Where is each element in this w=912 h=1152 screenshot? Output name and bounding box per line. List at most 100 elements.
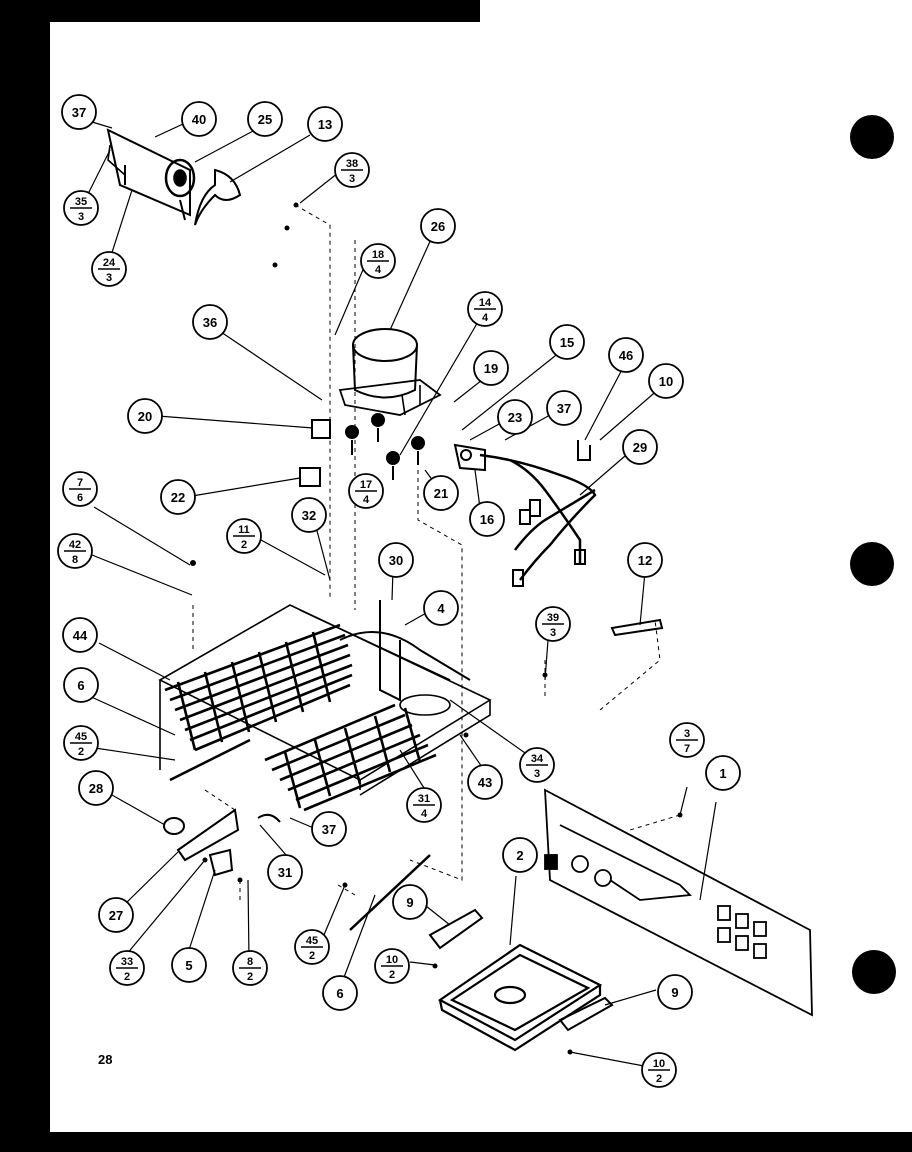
callout-circle bbox=[608, 337, 644, 373]
callout-circle bbox=[62, 617, 98, 653]
fraction-denominator: 3 bbox=[534, 768, 540, 780]
relay-overload bbox=[299, 419, 486, 487]
fraction-numerator: 18 bbox=[372, 249, 384, 261]
fraction-denominator: 3 bbox=[106, 272, 112, 284]
callout-19: 19 bbox=[484, 361, 498, 376]
callout-32: 32 bbox=[302, 508, 316, 523]
callout-16: 16 bbox=[480, 512, 494, 527]
fraction-denominator: 4 bbox=[375, 264, 382, 276]
scan-border-bottom bbox=[0, 1132, 912, 1152]
callout-10: 10 bbox=[659, 374, 673, 389]
callout-20: 20 bbox=[138, 409, 152, 424]
grommets bbox=[345, 413, 425, 480]
fraction-denominator: 4 bbox=[421, 808, 428, 820]
wiring-harness bbox=[479, 453, 597, 587]
callout-29: 29 bbox=[633, 440, 647, 455]
callout-26: 26 bbox=[431, 219, 445, 234]
fraction-numerator: 33 bbox=[121, 956, 133, 968]
tubing bbox=[339, 600, 471, 702]
callout-circle bbox=[423, 590, 459, 626]
callout-circle bbox=[648, 363, 684, 399]
fraction-denominator: 3 bbox=[78, 211, 84, 223]
callout-circle bbox=[181, 101, 217, 137]
callout-31: 31 bbox=[278, 865, 292, 880]
callout-28: 28 bbox=[89, 781, 103, 796]
callout-13: 13 bbox=[318, 117, 332, 132]
callout-circle bbox=[291, 497, 327, 533]
callout-circle bbox=[622, 429, 658, 465]
fraction-numerator: 31 bbox=[418, 793, 430, 805]
callout-37: 37 bbox=[72, 105, 86, 120]
fraction-denominator: 3 bbox=[550, 627, 556, 639]
callout-9: 9 bbox=[406, 895, 413, 910]
callout-circle bbox=[549, 324, 585, 360]
callout-5: 5 bbox=[185, 958, 192, 973]
fraction-numerator: 45 bbox=[75, 731, 87, 743]
callout-circle bbox=[267, 854, 303, 890]
fan-motor-assembly bbox=[106, 128, 242, 226]
fraction-denominator: 7 bbox=[684, 743, 690, 755]
fraction-numerator: 10 bbox=[653, 1058, 665, 1070]
fraction-denominator: 3 bbox=[349, 173, 355, 185]
fraction-numerator: 8 bbox=[247, 956, 253, 968]
callout-30: 30 bbox=[389, 553, 403, 568]
fraction-denominator: 2 bbox=[309, 950, 315, 962]
fraction-numerator: 35 bbox=[75, 196, 87, 208]
scan-border-top-gap bbox=[480, 0, 912, 22]
callout-25: 25 bbox=[258, 112, 272, 127]
fraction-numerator: 17 bbox=[360, 479, 372, 491]
callout-6: 6 bbox=[336, 986, 343, 1001]
bracket-9-right bbox=[558, 996, 614, 1032]
callout-circle bbox=[98, 897, 134, 933]
drain-tray bbox=[437, 943, 603, 1052]
fraction-denominator: 2 bbox=[389, 969, 395, 981]
fraction-denominator: 2 bbox=[247, 971, 253, 983]
callout-circle bbox=[497, 399, 533, 435]
fraction-denominator: 2 bbox=[241, 539, 247, 551]
callout-6: 6 bbox=[77, 678, 84, 693]
callout-circle bbox=[420, 208, 456, 244]
fraction-numerator: 11 bbox=[238, 524, 250, 536]
callout-23: 23 bbox=[508, 410, 522, 425]
fastener-dots bbox=[190, 202, 683, 1055]
fraction-denominator: 8 bbox=[72, 554, 78, 566]
fraction-denominator: 2 bbox=[78, 746, 84, 758]
callout-43: 43 bbox=[478, 775, 492, 790]
callout-circle bbox=[546, 390, 582, 426]
callout-1: 1 bbox=[719, 766, 726, 781]
callout-9: 9 bbox=[671, 985, 678, 1000]
fraction-numerator: 24 bbox=[103, 257, 116, 269]
page-number: 28 bbox=[98, 1052, 113, 1067]
fraction-numerator: 14 bbox=[479, 297, 492, 309]
callout-circle bbox=[392, 884, 428, 920]
binder-hole-bottom bbox=[852, 950, 896, 994]
callout-circle bbox=[160, 479, 196, 515]
binder-hole-top bbox=[850, 115, 894, 159]
callout-circle bbox=[469, 501, 505, 537]
callout-circle bbox=[63, 667, 99, 703]
bracket-9-left bbox=[428, 908, 484, 950]
drain-pan-heater-coil bbox=[264, 703, 437, 812]
compressor bbox=[338, 328, 442, 416]
fraction-denominator: 4 bbox=[482, 312, 489, 324]
callout-21: 21 bbox=[434, 486, 448, 501]
fraction-numerator: 45 bbox=[306, 935, 318, 947]
rod-6-upper bbox=[169, 738, 251, 782]
callout-circle bbox=[307, 106, 343, 142]
drier bbox=[610, 618, 664, 637]
condenser-coil bbox=[164, 623, 353, 752]
fraction-numerator: 3 bbox=[684, 728, 690, 740]
fraction-numerator: 10 bbox=[386, 954, 398, 966]
callout-37: 37 bbox=[322, 822, 336, 837]
callout-circle bbox=[502, 837, 538, 873]
callout-circle bbox=[192, 304, 228, 340]
callout-12: 12 bbox=[638, 553, 652, 568]
callout-circle bbox=[171, 947, 207, 983]
callout-circle bbox=[61, 94, 97, 130]
callout-4: 4 bbox=[437, 601, 445, 616]
fraction-denominator: 2 bbox=[124, 971, 130, 983]
base-pan bbox=[158, 604, 492, 796]
assembly-lines bbox=[192, 204, 681, 900]
callout-circle bbox=[467, 764, 503, 800]
